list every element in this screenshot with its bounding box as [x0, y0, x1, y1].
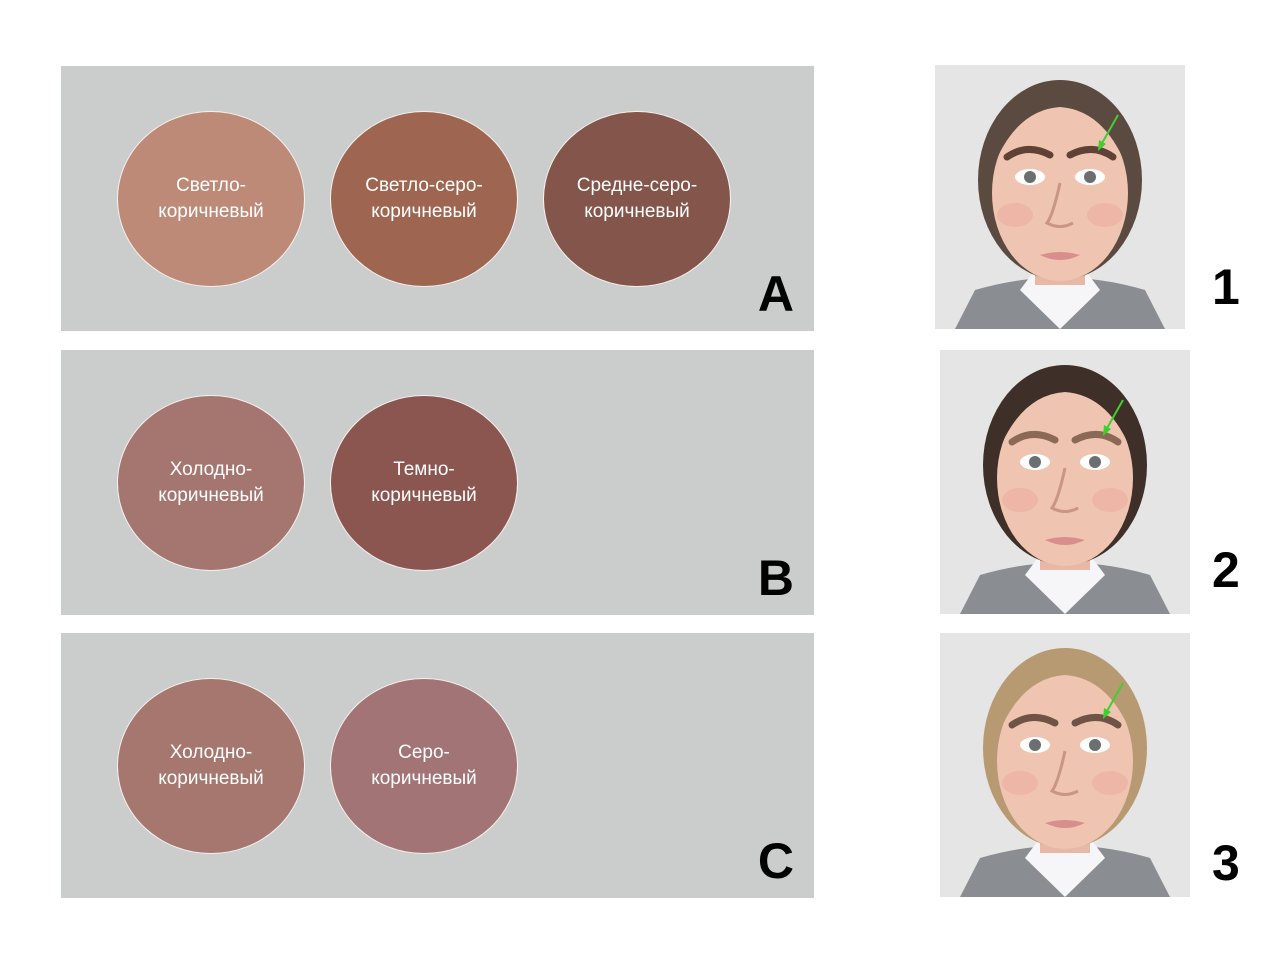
swatch-label-line1: Холодно-: [169, 459, 253, 480]
swatch-label-line2: коричневый: [371, 201, 477, 222]
swatch-label-line1: Темно-: [393, 459, 455, 480]
photo-number-2: 2: [1212, 542, 1240, 598]
swatch-cool-brown: Холодно- коричневый: [117, 678, 305, 854]
swatch-label-line2: коричневый: [584, 201, 690, 222]
swatch-light-grey-brown: Светло-серо- коричневый: [330, 111, 518, 287]
panel-letter-c: C: [757, 833, 794, 889]
swatch-label-line1: Холодно-: [169, 742, 253, 763]
swatch-label-line1: Светло-серо-: [365, 175, 483, 196]
swatch-label-line1: Светло-: [175, 175, 246, 196]
portrait-illustration: [940, 350, 1190, 614]
swatch-label-line2: коричневый: [371, 768, 477, 789]
swatch-cool-brown: Холодно- коричневый: [117, 395, 305, 571]
swatch-panel-c: Холодно- коричневый Серо- коричневый C: [61, 633, 814, 898]
face-photo-3: [940, 633, 1190, 897]
face-photo-1: [935, 65, 1185, 329]
swatch-label-line1: Средне-серо-: [576, 175, 698, 196]
swatch-label-line1: Серо-: [398, 742, 450, 763]
portrait-illustration: [940, 633, 1190, 897]
swatch-panel-a: Светло- коричневый Светло-серо- коричнев…: [61, 66, 814, 331]
swatch-dark-brown: Темно- коричневый: [330, 395, 518, 571]
panel-letter-b: B: [757, 550, 794, 606]
swatch-label-line2: коричневый: [158, 485, 264, 506]
swatch-label-line2: коричневый: [371, 485, 477, 506]
swatch-light-brown: Светло- коричневый: [117, 111, 305, 287]
swatch-grey-brown: Серо- коричневый: [330, 678, 518, 854]
swatch-medium-grey-brown: Средне-серо- коричневый: [543, 111, 731, 287]
photo-number-1: 1: [1212, 259, 1240, 315]
portrait-illustration: [935, 65, 1185, 329]
panel-letter-a: A: [757, 266, 794, 322]
swatch-panel-b: Холодно- коричневый Темно- коричневый B: [61, 350, 814, 615]
face-photo-2: [940, 350, 1190, 614]
swatch-label-line2: коричневый: [158, 201, 264, 222]
swatch-label-line2: коричневый: [158, 768, 264, 789]
photo-number-3: 3: [1212, 835, 1240, 891]
